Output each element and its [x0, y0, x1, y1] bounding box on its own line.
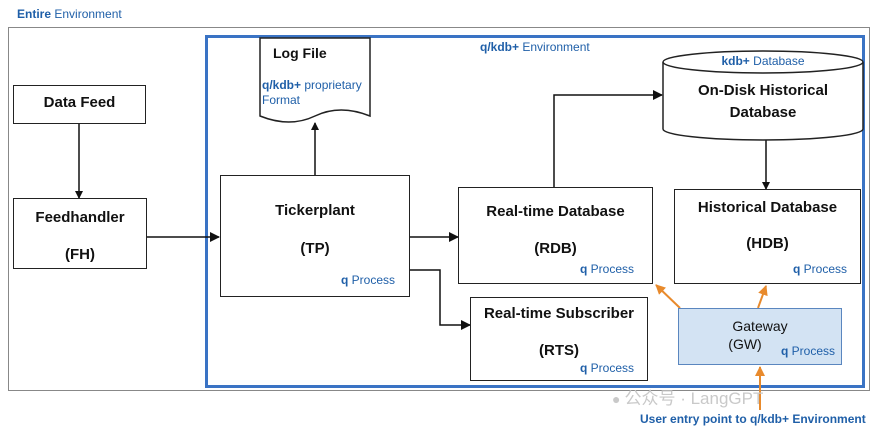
- hdb-process-label: q Process: [792, 262, 847, 276]
- ondisk-title: On-Disk Historical Database: [697, 82, 829, 121]
- arrow-rdb-to-ondisk: [553, 90, 663, 187]
- entire-environment-label: Entire Environment: [17, 7, 122, 21]
- hdb-abbr: (HDB): [746, 235, 789, 252]
- gateway-box: Gateway (GW) q Process: [678, 308, 842, 365]
- arrow-gw-to-rdb: [655, 284, 681, 309]
- data-feed-box: Data Feed: [13, 85, 146, 124]
- rts-box: Real-time Subscriber (RTS) q Process: [470, 297, 648, 381]
- feedhandler-box: Feedhandler (FH): [13, 198, 147, 269]
- rts-process-label: q Process: [579, 361, 634, 375]
- rdb-process-label: q Process: [579, 262, 634, 276]
- rts-title: Real-time Subscriber: [483, 305, 635, 322]
- logfile-description: q/kdb+ proprietary Format: [262, 78, 362, 107]
- logfile-title: Log File: [273, 45, 327, 61]
- logfile-shape: [259, 37, 371, 123]
- watermark: ●公众号 · LangGPT: [612, 389, 764, 408]
- hdb-title: Historical Database: [697, 199, 838, 216]
- wechat-icon: ●: [612, 391, 621, 407]
- rdb-box: Real-time Database (RDB) q Process: [458, 187, 653, 284]
- data-feed-title: Data Feed: [43, 94, 116, 111]
- ondisk-cylinder: [662, 50, 864, 141]
- tickerplant-box: Tickerplant (TP) q Process: [220, 175, 410, 297]
- user-entry-label: User entry point to q/kdb+ Environment: [640, 412, 866, 426]
- arrow-tp-to-rts: [409, 269, 471, 330]
- arrow-gw-to-hdb: [757, 285, 768, 309]
- gateway-process-label: q Process: [780, 344, 835, 358]
- rdb-title: Real-time Database: [486, 203, 625, 220]
- qkdb-environment-frame: [205, 35, 865, 388]
- tickerplant-title: Tickerplant: [275, 202, 355, 219]
- hdb-box: Historical Database (HDB) q Process: [674, 189, 861, 284]
- feedhandler-abbr: (FH): [65, 246, 95, 263]
- tickerplant-process-label: q Process: [340, 273, 395, 287]
- ondisk-label: kdb+ Database: [721, 54, 805, 68]
- qkdb-environment-label: q/kdb+ Environment: [480, 40, 590, 54]
- rts-abbr: (RTS): [539, 342, 579, 359]
- rdb-abbr: (RDB): [534, 240, 577, 257]
- feedhandler-title: Feedhandler: [35, 209, 125, 226]
- gateway-title: Gateway: [732, 318, 788, 334]
- tickerplant-abbr: (TP): [300, 240, 330, 257]
- gateway-abbr: (GW): [728, 336, 762, 352]
- entire-environment-frame: [8, 27, 870, 391]
